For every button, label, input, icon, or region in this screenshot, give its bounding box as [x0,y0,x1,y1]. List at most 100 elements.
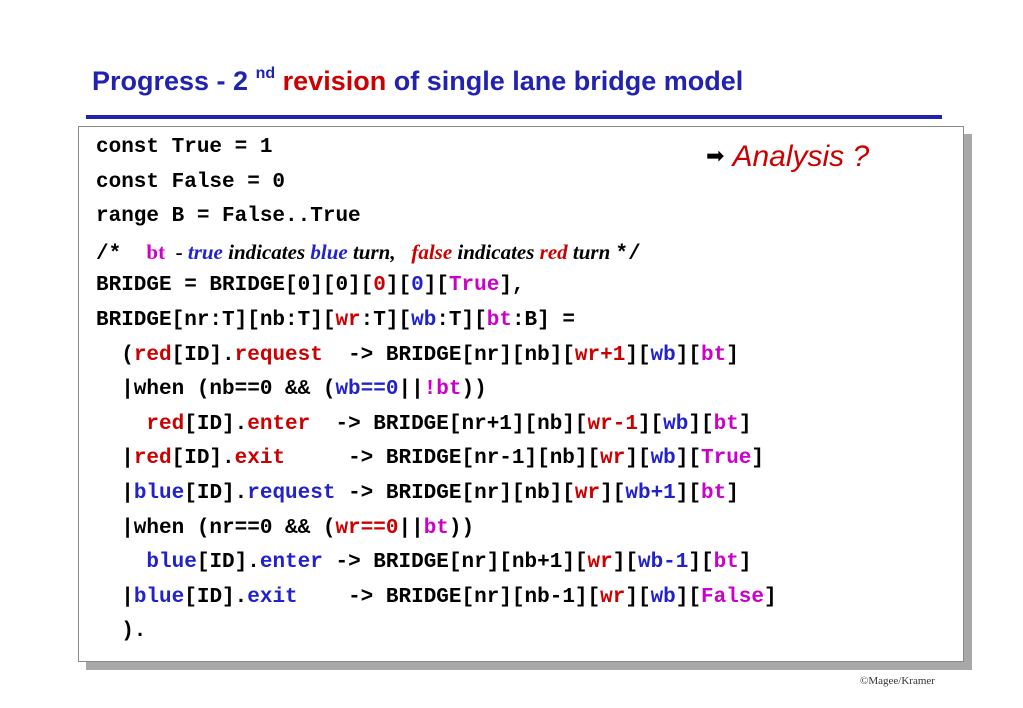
code-token [96,551,146,574]
code-token: ][ [612,551,638,575]
code-line: const True = 1 [96,131,777,166]
code-token: red [133,447,172,471]
code-token: blue [133,585,185,609]
code-token: -> BRIDGE[nr][nb+1][ [322,551,588,575]
code-token: -> BRIDGE[nr][nb][ [322,343,575,367]
code-token: ][ [688,551,714,575]
title-part-2: revision [282,66,387,96]
code-token: range B = False..True [96,205,361,229]
code-token: )) [448,516,475,540]
code-token: ][ [637,412,664,436]
code-token: wb+1 [625,481,676,505]
code-token: bt [701,481,727,505]
code-token: ] [764,585,777,609]
code-token: request [234,343,323,367]
code-token: wb [650,343,676,367]
code-token: wb [650,585,676,609]
code-token: exit [234,447,286,471]
code-token: ][ [625,447,651,471]
code-box [78,126,964,662]
code-token: ] [726,481,739,505]
code-token: */ [615,242,641,266]
code-token: enter [247,412,311,436]
code-token: [ID]. [171,343,235,367]
right-arrow-icon: ➡ [706,143,725,168]
code-token: 0 [373,274,386,298]
code-token: | [96,481,134,505]
code-token: bt [713,551,739,575]
code-token: !bt [423,378,462,402]
code-token: const True = 1 [96,136,273,159]
code-line: |when (nr==0 && (wr==0||bt)) [96,512,777,547]
code-token: turn, [347,239,412,264]
code-token: red [146,412,185,436]
code-line: |red[ID].exit -> BRIDGE[nr-1][nb][wr][wb… [96,442,777,477]
code-token: red [539,239,568,264]
code-line: |blue[ID].exit -> BRIDGE[nr][nb-1][wr][w… [96,581,777,616]
code-line: /* bt - true indicates blue turn, false … [96,235,777,270]
code-line: red[ID].enter -> BRIDGE[nr+1][nb][wr-1][… [96,408,777,443]
code-token: false [411,239,453,264]
code-token: wb==0 [335,378,399,402]
code-token: bt [700,343,727,367]
code-token: True [448,274,500,298]
code-token: [ID]. [196,551,260,575]
code-token: turn [567,239,616,264]
code-token: ][ [625,343,651,367]
code-token: const False = 0 [96,170,286,194]
code-token: request [247,481,336,505]
code-token: ). [96,620,147,644]
code-token: ][ [675,447,701,471]
code-token: bt [486,308,512,332]
code-token: || [398,378,424,402]
code-token: blue [146,551,197,575]
code-token: wb [650,447,676,471]
title-part-1: Progress - 2 [92,66,249,96]
code-token: indicates [222,239,311,264]
code-token: exit [247,585,298,609]
code-line: (red[ID].request -> BRIDGE[nr][nb][wr+1]… [96,339,777,374]
code-token: [ID]. [184,412,248,436]
code-token: - [165,239,188,264]
code-token: True [701,447,752,471]
code-token: |when (nr==0 && ( [96,516,336,540]
code-token: ][ [688,412,714,436]
code-token: enter [259,551,323,575]
code-token: wb-1 [637,551,689,575]
code-line: |blue[ID].request -> BRIDGE[nr][nb][wr][… [96,477,777,512]
code-token: :T][ [360,308,412,332]
code-token: ][ [675,343,701,367]
code-token: indicates [452,239,540,264]
code-token: [ID]. [184,585,248,609]
code-token: red [133,343,172,367]
code-token: wr [600,585,626,609]
code-token: BRIDGE[nr:T][nb:T][ [96,308,336,332]
code-token: ( [96,343,134,367]
code-token: wr [574,481,601,505]
code-line: const False = 0 [96,166,777,201]
code-token: 0 [411,274,424,298]
code-token: BRIDGE = BRIDGE[0][0][ [96,274,374,298]
code-line: |when (nb==0 && (wb==0||!bt)) [96,373,777,408]
code-line: BRIDGE[nr:T][nb:T][wr:T][wb:T][bt:B] = [96,304,777,339]
code-token: ][ [385,274,412,298]
code-token: ] [738,412,752,436]
code-token: bt [713,412,739,436]
analysis-callout: ➡ Analysis ? [706,140,869,174]
title-part-3: of single lane bridge model [393,66,744,96]
code-token: | [96,585,134,609]
code-token: :B] = [511,308,575,332]
code-token: ] [726,343,739,367]
code-token: :T][ [436,308,487,332]
code-token: ][ [675,585,701,609]
code-token: wb [411,308,437,332]
code-token: true [187,239,223,264]
code-token: || [398,516,424,540]
analysis-text: Analysis ? [732,140,870,173]
code-token: [ID]. [184,481,248,505]
code-token: -> BRIDGE[nr+1][nb][ [310,412,588,436]
code-token: |when (nb==0 && ( [96,378,336,402]
code-listing: const True = 1 const False = 0 range B = F… [96,131,777,650]
code-token: /* [96,242,147,266]
title-superscript: nd [255,65,276,82]
